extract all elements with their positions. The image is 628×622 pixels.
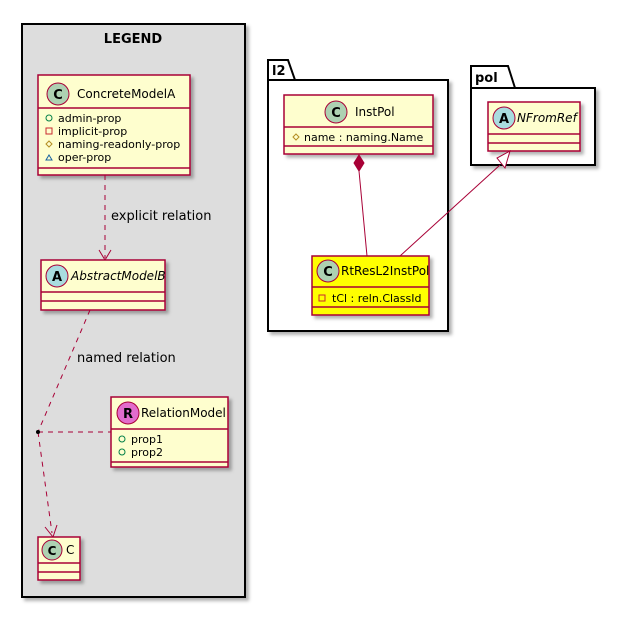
private-visibility-icon: [45, 127, 53, 135]
concrete-model-attr: oper-prop: [58, 151, 111, 164]
svg-text:C: C: [323, 265, 333, 280]
inst-pol-attr: name : naming.Name: [304, 131, 424, 144]
relation-model-class[interactable]: R RelationModel prop1 prop2: [110, 396, 229, 468]
rt-res-attr: tCl : reln.ClassId: [332, 292, 422, 305]
legend-title: LEGEND: [104, 32, 163, 47]
svg-text:C: C: [331, 106, 341, 121]
concrete-model-class[interactable]: C ConcreteModelA admin-prop implicit-pro…: [37, 74, 191, 176]
rt-res-l2-inst-pol-class[interactable]: C RtResL2InstPol tCl : reln.ClassId: [311, 255, 430, 316]
abstract-stereotype-icon: A: [45, 264, 69, 288]
inheritance-triangle-icon: [496, 149, 511, 170]
abstract-model-name: AbstractModelB: [70, 269, 166, 283]
public-visibility-icon: [45, 114, 53, 122]
relation-model-attr: prop2: [131, 446, 163, 459]
relation-model-attr: prop1: [131, 433, 163, 446]
package-visibility-icon: [45, 154, 53, 161]
rt-res-name: RtResL2InstPol: [341, 264, 429, 278]
svg-text:A: A: [52, 270, 62, 285]
abstract-model-class[interactable]: A AbstractModelB: [40, 259, 166, 311]
svg-text:A: A: [499, 112, 509, 127]
relation-junction-dot: [36, 430, 40, 434]
public-visibility-icon: [118, 435, 126, 443]
private-visibility-icon: [318, 294, 326, 302]
class-c-name: C: [66, 543, 74, 557]
named-relation-label: named relation: [77, 351, 176, 366]
package-l2-name: l2: [272, 64, 286, 79]
inst-pol-name: InstPol: [355, 105, 395, 119]
class-stereotype-icon: C: [46, 82, 70, 106]
public-visibility-icon: [118, 448, 126, 456]
n-from-ref-class[interactable]: A NFromRef: [487, 101, 581, 152]
class-stereotype-icon: C: [316, 259, 340, 283]
protected-visibility-icon: [292, 133, 300, 141]
concrete-model-attr: implicit-prop: [58, 125, 127, 138]
concrete-model-attr: naming-readonly-prop: [58, 138, 180, 151]
protected-visibility-icon: [45, 140, 53, 148]
package-pol-name: pol: [475, 71, 498, 86]
class-stereotype-icon: C: [41, 539, 63, 561]
relation-stereotype-icon: R: [116, 401, 140, 425]
svg-text:R: R: [123, 407, 133, 422]
concrete-model-name: ConcreteModelA: [77, 87, 176, 101]
abstract-stereotype-icon: A: [492, 106, 516, 130]
svg-text:C: C: [53, 88, 63, 103]
n-from-ref-name: NFromRef: [517, 111, 579, 125]
explicit-relation-label: explicit relation: [111, 209, 211, 224]
svg-text:C: C: [48, 544, 57, 558]
relation-model-name: RelationModel: [141, 406, 226, 420]
composition-relation: [353, 154, 368, 257]
class-c[interactable]: C C: [37, 536, 81, 581]
generalization-relation: [399, 149, 511, 257]
class-stereotype-icon: C: [324, 100, 348, 124]
inst-pol-class[interactable]: C InstPol name : naming.Name: [283, 94, 434, 155]
concrete-model-attr: admin-prop: [58, 112, 121, 125]
